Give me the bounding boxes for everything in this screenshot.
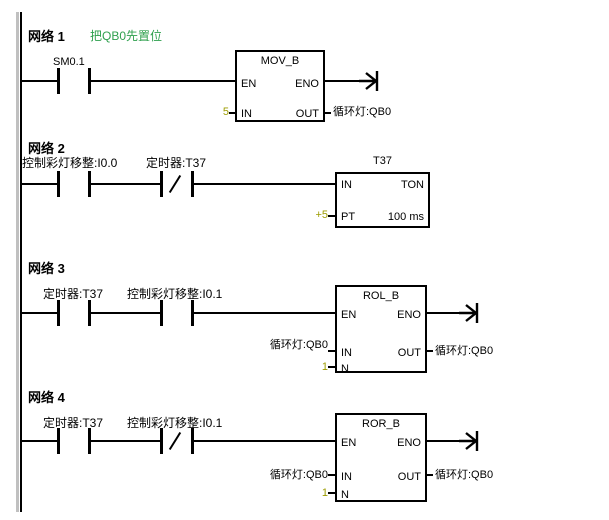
wire <box>427 440 462 442</box>
pin-stub <box>328 215 335 217</box>
nc-slash <box>168 431 182 451</box>
contact-nc-bar[interactable] <box>160 428 163 454</box>
box-title: ROL_B <box>362 290 400 302</box>
open-line-arrow-icon <box>359 71 379 91</box>
pin-out: OUT <box>397 347 421 359</box>
contact-operand-label[interactable]: SM0.1 <box>53 56 85 68</box>
ton-timer-box[interactable]: IN TON PT 100 ms <box>335 172 430 228</box>
contact-operand-label[interactable]: 控制彩灯移整:I0.1 <box>127 416 223 430</box>
timer-type-label: TON <box>400 179 424 191</box>
contact-operand-label[interactable]: 定时器:T37 <box>43 416 104 430</box>
pin-stub <box>229 112 235 114</box>
out-operand-label[interactable]: 循环灯:QB0 <box>435 469 494 481</box>
pin-in: IN <box>341 179 352 191</box>
wire <box>194 440 335 442</box>
pin-en: EN <box>341 437 357 449</box>
wire <box>325 80 362 82</box>
pin-eno: ENO <box>295 78 319 90</box>
contact-nc-bar[interactable] <box>191 171 194 197</box>
contact-operand-label[interactable]: 定时器:T37 <box>43 287 104 301</box>
left-margin-gutter <box>16 12 19 512</box>
contact-no-bar[interactable] <box>57 171 60 197</box>
power-rail <box>20 12 22 512</box>
nc-slash <box>168 174 182 194</box>
timer-name-label[interactable]: T37 <box>373 155 392 167</box>
box-title: MOV_B <box>260 55 300 67</box>
contact-no-bar[interactable] <box>57 300 60 326</box>
mov-b-instruction-box[interactable]: MOV_B EN ENO IN OUT <box>235 50 325 122</box>
out-operand-label[interactable]: 循环灯:QB0 <box>333 106 392 118</box>
network-1-comment[interactable]: 把QB0先置位 <box>90 29 163 43</box>
contact-no-bar[interactable] <box>88 300 91 326</box>
wire <box>91 80 235 82</box>
contact-nc-bar[interactable] <box>191 428 194 454</box>
n-constant-value[interactable]: 1 <box>321 487 328 499</box>
contact-nc-bar[interactable] <box>160 171 163 197</box>
pin-stub <box>328 492 335 494</box>
pin-out: OUT <box>295 108 319 120</box>
contact-no-bar[interactable] <box>57 68 60 94</box>
contact-operand-label[interactable]: 控制彩灯移整:I0.1 <box>127 287 223 301</box>
pin-stub <box>328 350 335 352</box>
wire <box>22 80 57 82</box>
contact-no-bar[interactable] <box>57 428 60 454</box>
pin-eno: ENO <box>397 437 421 449</box>
wire <box>91 312 160 314</box>
contact-operand-label[interactable]: 控制彩灯移整:I0.0 <box>22 156 118 170</box>
wire <box>91 440 160 442</box>
pin-out: OUT <box>397 471 421 483</box>
pin-n: N <box>341 489 349 501</box>
rol-b-instruction-box[interactable]: ROL_B EN ENO IN OUT N <box>335 285 427 375</box>
contact-no-bar[interactable] <box>88 171 91 197</box>
contact-operand-label[interactable]: 定时器:T37 <box>146 156 207 170</box>
network-2-title: 网络 2 <box>28 141 65 156</box>
in-operand-label[interactable]: 循环灯:QB0 <box>269 339 328 351</box>
open-line-arrow-icon <box>459 431 479 451</box>
pin-pt: PT <box>341 211 356 223</box>
pin-stub <box>325 112 331 114</box>
open-line-arrow-icon <box>459 303 479 323</box>
in-constant-value[interactable]: 5 <box>222 106 229 118</box>
wire <box>22 312 57 314</box>
pin-in: IN <box>341 471 352 483</box>
pin-stub <box>427 350 433 352</box>
network-1-title: 网络 1 <box>28 29 65 44</box>
pin-in: IN <box>341 347 352 359</box>
time-base-label: 100 ms <box>387 211 424 223</box>
in-operand-label[interactable]: 循环灯:QB0 <box>269 469 328 481</box>
pin-en: EN <box>341 309 357 321</box>
wire <box>427 312 462 314</box>
contact-no-bar[interactable] <box>88 428 91 454</box>
ror-b-instruction-box[interactable]: ROR_B EN ENO IN OUT N <box>335 413 427 502</box>
wire <box>91 183 160 185</box>
network-3-title: 网络 3 <box>28 261 65 276</box>
pt-constant-value[interactable]: +5 <box>315 209 328 221</box>
pin-stub <box>328 474 335 476</box>
wire <box>194 312 335 314</box>
wire <box>22 440 57 442</box>
out-operand-label[interactable]: 循环灯:QB0 <box>435 345 494 357</box>
box-title: ROR_B <box>362 418 400 430</box>
contact-no-bar[interactable] <box>160 300 163 326</box>
pin-stub <box>427 474 433 476</box>
wire <box>22 183 57 185</box>
n-constant-value[interactable]: 1 <box>321 361 328 373</box>
pin-stub <box>328 366 335 368</box>
pin-en: EN <box>241 78 257 90</box>
contact-no-bar[interactable] <box>88 68 91 94</box>
contact-no-bar[interactable] <box>191 300 194 326</box>
pin-in: IN <box>241 108 252 120</box>
wire <box>194 183 335 185</box>
network-4-title: 网络 4 <box>28 390 65 405</box>
pin-eno: ENO <box>397 309 421 321</box>
pin-n: N <box>341 363 349 375</box>
